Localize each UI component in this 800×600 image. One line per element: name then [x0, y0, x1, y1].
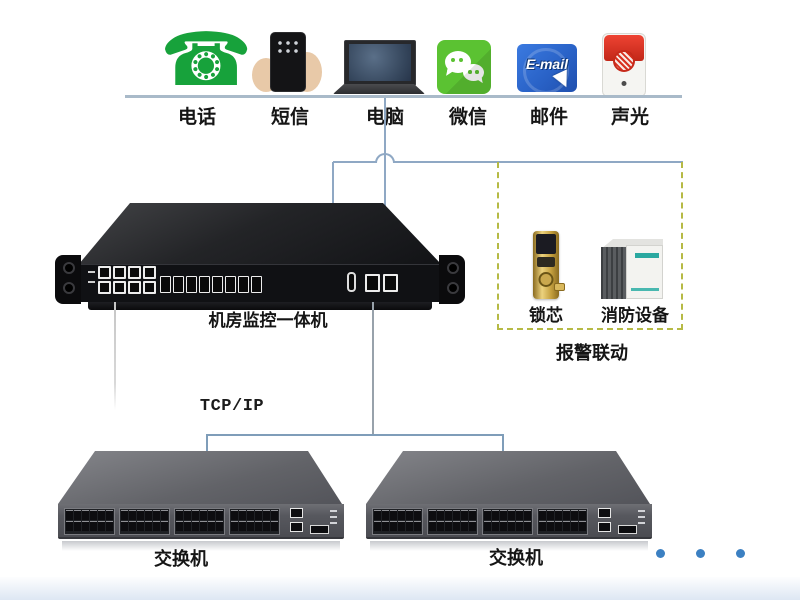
lock-label: 锁芯 [529, 306, 563, 325]
switch-left [58, 449, 344, 551]
phone-icon [160, 22, 240, 98]
ellipsis-dot [736, 549, 745, 558]
connector-horizontal-right [393, 161, 683, 163]
rj45-row-8port [160, 276, 262, 293]
device-drop-line-left [114, 302, 116, 410]
device-drop-line-main [372, 302, 374, 436]
switch-drop-right [502, 434, 504, 458]
rack-ear-right [439, 255, 465, 304]
bottom-accent-band [0, 577, 800, 600]
switch-drop-left [206, 434, 208, 458]
fire-label: 消防设备 [601, 306, 669, 325]
usb-port [347, 272, 356, 292]
icon-baseline [125, 95, 682, 98]
sms-icon [252, 32, 322, 96]
line-jump-arc [375, 153, 395, 163]
channel-label-sms: 短信 [270, 107, 309, 128]
fire-equipment-icon [601, 239, 663, 301]
switch-mgmt-ports [594, 507, 648, 537]
cursor-icon [552, 69, 574, 91]
alarm-linkage-box [497, 162, 683, 330]
lock-cylinder-icon [533, 231, 565, 299]
siren-icon [602, 33, 646, 97]
connector-vertical-main [384, 98, 386, 284]
ellipsis-dot [656, 549, 665, 558]
alarm-linkage-title: 报警联动 [556, 343, 628, 363]
channel-label-wechat: 微信 [448, 107, 487, 128]
uplink-ports [365, 274, 398, 292]
monitor-unit-label: 机房监控一体机 [208, 311, 328, 330]
switch-left-label: 交换机 [154, 549, 208, 569]
switch-mgmt-ports [286, 507, 340, 537]
rack-ear-left [55, 255, 81, 304]
switch-right-label: 交换机 [489, 548, 543, 568]
ellipsis-dot [696, 549, 705, 558]
switch-bus-horizontal [206, 434, 504, 436]
channel-label-phone: 电话 [177, 107, 216, 128]
protocol-label: TCP/IP [199, 397, 265, 416]
laptop-icon [333, 40, 425, 96]
channel-label-siren: 声光 [610, 107, 649, 128]
channel-label-email: 邮件 [529, 107, 568, 128]
monitor-unit-base [88, 302, 432, 310]
rj45-block-8port [98, 266, 156, 294]
connector-branch-left [332, 162, 334, 228]
monitor-unit-top [79, 203, 441, 264]
email-icon: E-mail [517, 44, 577, 92]
switch-right [366, 449, 652, 551]
connector-horizontal-left [333, 161, 377, 163]
wechat-icon [437, 40, 491, 94]
email-icon-text: E-mail [525, 56, 568, 72]
